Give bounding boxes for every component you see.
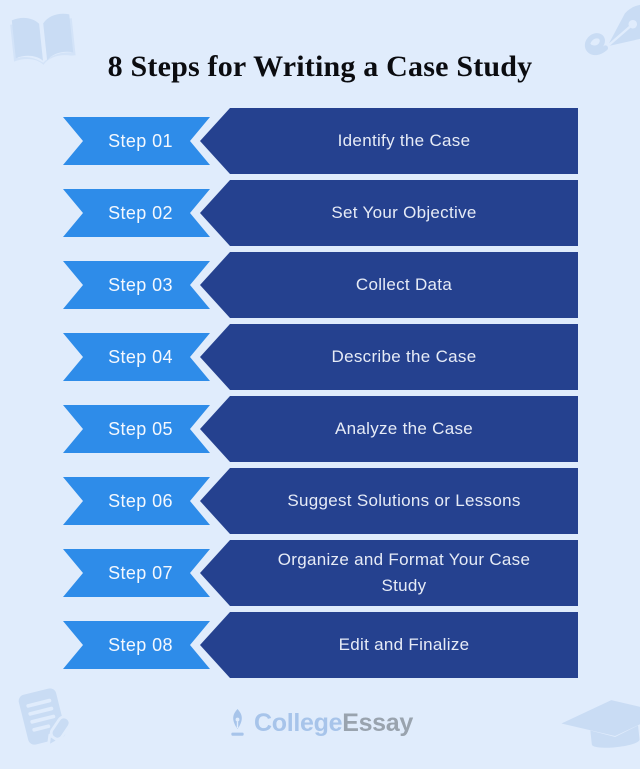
- step-badge-label: Step 05: [108, 418, 173, 439]
- step-badge-5: Step 05: [63, 405, 210, 453]
- step-banner-8: Edit and Finalize: [200, 612, 578, 678]
- step-row-3: Step 03 Collect Data: [0, 252, 640, 318]
- step-banner-5: Analyze the Case: [200, 396, 578, 462]
- step-banner-text: Edit and Finalize: [338, 634, 470, 654]
- step-banner-2: Set Your Objective: [200, 180, 578, 246]
- step-badge-label: Step 08: [108, 634, 173, 655]
- step-badge-3: Step 03: [63, 261, 210, 309]
- steps-list: Step 01 Identify the Case Step 02 Set Yo…: [0, 108, 640, 684]
- step-badge-8: Step 08: [63, 621, 210, 669]
- brand-text-college: College: [254, 708, 343, 737]
- step-badge-1: Step 01: [63, 117, 210, 165]
- step-badge-7: Step 07: [63, 549, 210, 597]
- step-row-5: Step 05 Analyze the Case: [0, 396, 640, 462]
- step-banner-4: Describe the Case: [200, 324, 578, 390]
- step-banner-text: Organize and Format Your Case Study: [277, 549, 531, 595]
- step-banner-text: Suggest Solutions or Lessons: [287, 490, 521, 510]
- step-row-2: Step 02 Set Your Objective: [0, 180, 640, 246]
- page-title: 8 Steps for Writing a Case Study: [107, 50, 533, 83]
- step-row-4: Step 04 Describe the Case: [0, 324, 640, 390]
- step-banner-6: Suggest Solutions or Lessons: [200, 468, 578, 534]
- step-badge-4: Step 04: [63, 333, 210, 381]
- pen-nib-icon: [227, 708, 248, 738]
- step-banner-text: Collect Data: [355, 274, 453, 294]
- brand-text-essay: Essay: [342, 708, 413, 737]
- step-banner-1: Identify the Case: [200, 108, 578, 174]
- step-badge-label: Step 06: [108, 490, 173, 511]
- step-badge-label: Step 07: [108, 562, 173, 583]
- step-banner-text: Identify the Case: [337, 130, 471, 150]
- step-banner-7: Organize and Format Your Case Study: [200, 540, 578, 606]
- step-row-6: Step 06 Suggest Solutions or Lessons: [0, 468, 640, 534]
- step-banner-text: Set Your Objective: [331, 202, 477, 222]
- step-badge-2: Step 02: [63, 189, 210, 237]
- step-banner-text: Describe the Case: [331, 346, 477, 366]
- step-badge-label: Step 02: [108, 202, 173, 223]
- step-banner-3: Collect Data: [200, 252, 578, 318]
- step-badge-6: Step 06: [63, 477, 210, 525]
- step-banner-text: Analyze the Case: [334, 418, 474, 438]
- step-row-1: Step 01 Identify the Case: [0, 108, 640, 174]
- step-row-7: Step 07 Organize and Format Your Case St…: [0, 540, 640, 606]
- step-badge-label: Step 04: [108, 346, 173, 367]
- step-badge-label: Step 01: [108, 130, 173, 151]
- brand-logo: CollegeEssay: [0, 708, 640, 738]
- step-badge-label: Step 03: [108, 274, 173, 295]
- step-row-8: Step 08 Edit and Finalize: [0, 612, 640, 678]
